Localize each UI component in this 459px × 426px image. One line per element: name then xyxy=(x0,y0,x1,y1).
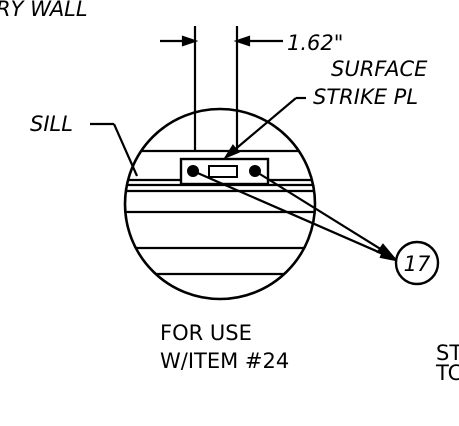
dimension-arrows xyxy=(160,35,283,47)
surface-label: SURFACE xyxy=(331,57,428,81)
dimension-extension-lines xyxy=(193,26,239,150)
edge-note-line2: TC xyxy=(435,361,459,385)
callout-balloon: 17 xyxy=(394,240,440,286)
detail-circle xyxy=(123,107,317,301)
dimension-label: 1.62" xyxy=(287,31,343,55)
wall-label: RY WALL xyxy=(0,0,88,21)
callout-number: 17 xyxy=(404,252,431,276)
edge-note-line1: ST xyxy=(436,341,459,365)
use-note-line2: W/ITEM #24 xyxy=(160,349,289,373)
callout-leaders xyxy=(192,169,400,262)
sill-label: SILL xyxy=(30,112,73,136)
use-note-line1: FOR USE xyxy=(160,321,252,345)
strike-plate-label: STRIKE PL xyxy=(313,85,418,109)
sill-leader xyxy=(90,122,139,177)
